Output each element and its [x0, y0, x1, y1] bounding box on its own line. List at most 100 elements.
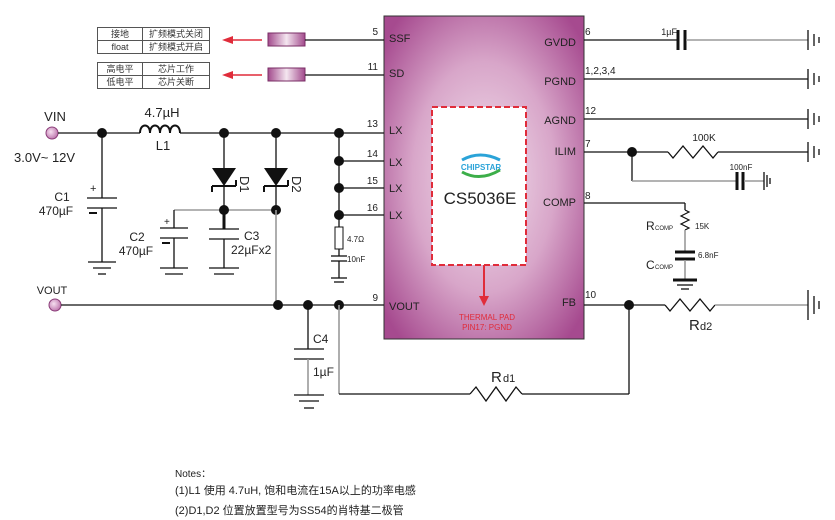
ssf-pad[interactable]: [267, 32, 306, 47]
svg-text:+: +: [164, 217, 170, 228]
table-row: 高电平 芯片工作: [97, 62, 210, 76]
table-cell: 接地: [97, 27, 143, 41]
vout-label: VOUT: [37, 285, 68, 297]
pin-num-15: 15: [367, 176, 379, 187]
pin-name-vout: VOUT: [389, 301, 420, 313]
pin-name-agnd: AGND: [544, 115, 576, 127]
table-cell: 扩频模式开启: [142, 40, 210, 54]
table-row: 低电平 芯片关断: [97, 75, 210, 89]
diode-d1: [212, 168, 236, 186]
vin-range: 3.0V~ 12V: [14, 150, 75, 165]
thermal-pad-outline: [431, 106, 527, 266]
pin-num-13: 13: [367, 119, 379, 130]
table-cell: 低电平: [97, 75, 143, 89]
ground-icon: [209, 267, 239, 275]
pin-name-fb: FB: [562, 297, 576, 309]
vin-label: VIN: [44, 109, 66, 124]
c4-value: 1µF: [313, 365, 334, 379]
logo-text: CHIPSTAR: [461, 163, 502, 172]
vout-terminal[interactable]: [48, 298, 62, 312]
pin-name-ssf: SSF: [389, 33, 411, 45]
ground-icon: [88, 261, 116, 275]
gvdd-cap-value: 1µF: [661, 27, 677, 37]
table-row: float 扩频模式开启: [97, 40, 210, 54]
vin-terminal[interactable]: [45, 126, 59, 140]
ccomp-sub: COMP: [655, 265, 673, 271]
diode-d2: [264, 168, 288, 186]
ground-icon: [673, 278, 697, 290]
pin-name-lx-15: LX: [389, 183, 403, 195]
snubber-resistor: [334, 226, 344, 250]
ground-icon: [294, 394, 324, 409]
table-cell: 芯片关断: [142, 75, 210, 89]
ground-icon: [807, 142, 820, 162]
rcomp-value: 15K: [695, 222, 710, 231]
rcomp-ref: R: [646, 219, 655, 233]
ground-icon: [807, 109, 820, 129]
table-cell: 芯片工作: [142, 62, 210, 76]
note-line-2: (2)D1,D2 位置放置型号为SS54的肖特基二极管: [175, 505, 404, 517]
table-cell: 扩频模式关闭: [142, 27, 210, 41]
ssf-mode-table: 接地 扩频模式关闭 float 扩频模式开启: [97, 27, 210, 54]
table-row: 接地 扩频模式关闭: [97, 27, 210, 41]
pin-num-10: 10: [585, 290, 597, 301]
rcomp-sub: COMP: [655, 226, 673, 232]
pin-num-1234: 1,2,3,4: [585, 66, 616, 77]
ground-icon: [160, 267, 188, 275]
pin-name-ilim: ILIM: [555, 146, 576, 158]
ssf-arrow-icon: [222, 36, 262, 44]
c1-value: 470µF: [39, 204, 73, 218]
snubber-r-value: 4.7Ω: [347, 235, 364, 244]
thermal-pad-pin: PIN17: PGND: [462, 323, 512, 332]
pin-name-lx-14: LX: [389, 157, 403, 169]
rd1-sub: d1: [503, 373, 515, 385]
ilim-c-value: 100nF: [730, 163, 753, 172]
notes-title: Notes：: [175, 469, 212, 480]
pin-name-lx-16: LX: [389, 210, 403, 222]
ground-icon: [807, 290, 820, 320]
chipstar-logo: CHIPSTAR: [461, 153, 502, 178]
pin-num-16: 16: [367, 203, 379, 214]
ground-icon: [763, 172, 771, 190]
pin-name-sd: SD: [389, 68, 404, 80]
c2-value: 470µF: [119, 244, 153, 258]
snubber-c-value: 10nF: [347, 255, 365, 264]
thermal-pad-label: THERMAL PAD: [459, 313, 515, 322]
ground-icon: [807, 30, 820, 50]
c2-ref: C2: [129, 230, 145, 244]
table-cell: float: [97, 40, 143, 54]
note-line-1: (1)L1 使用 4.7uH, 饱和电流在15A以上的功率电感: [175, 485, 416, 497]
chip-part-number: CS5036E: [444, 189, 517, 208]
inductor-l1: [139, 124, 181, 134]
ccomp-value: 6.8nF: [698, 251, 719, 260]
l1-ref: L1: [156, 138, 170, 153]
rd1-ref: R: [491, 369, 502, 386]
pin-num-11: 11: [368, 62, 379, 73]
pin-num-5: 5: [372, 27, 378, 38]
d1-ref: D1: [237, 176, 252, 193]
sd-mode-table: 高电平 芯片工作 低电平 芯片关断: [97, 62, 210, 89]
c1-ref: C1: [54, 190, 70, 204]
d2-ref: D2: [289, 176, 304, 193]
c3-value: 22µFx2: [231, 243, 272, 257]
sd-pad[interactable]: [267, 67, 306, 82]
resistor-rd2: [664, 297, 716, 313]
rd2-ref: R: [689, 317, 700, 334]
ground-icon: [807, 69, 820, 89]
pin-num-12: 12: [585, 106, 597, 117]
pin-num-6: 6: [585, 27, 591, 38]
pin-name-lx-13: LX: [389, 125, 403, 137]
ccomp-ref: C: [646, 258, 655, 272]
resistor-100k: [667, 144, 719, 160]
c3-ref: C3: [244, 229, 260, 243]
sd-arrow-icon: [222, 71, 262, 79]
ilim-r-value: 100K: [692, 133, 716, 144]
table-cell: 高电平: [97, 62, 143, 76]
resistor-rcomp: [679, 209, 691, 231]
svg-text:+: +: [90, 183, 96, 195]
pin-name-comp: COMP: [543, 197, 576, 209]
pin-num-14: 14: [367, 149, 379, 160]
pin-num-7: 7: [585, 139, 591, 150]
pin-num-8: 8: [585, 191, 591, 202]
